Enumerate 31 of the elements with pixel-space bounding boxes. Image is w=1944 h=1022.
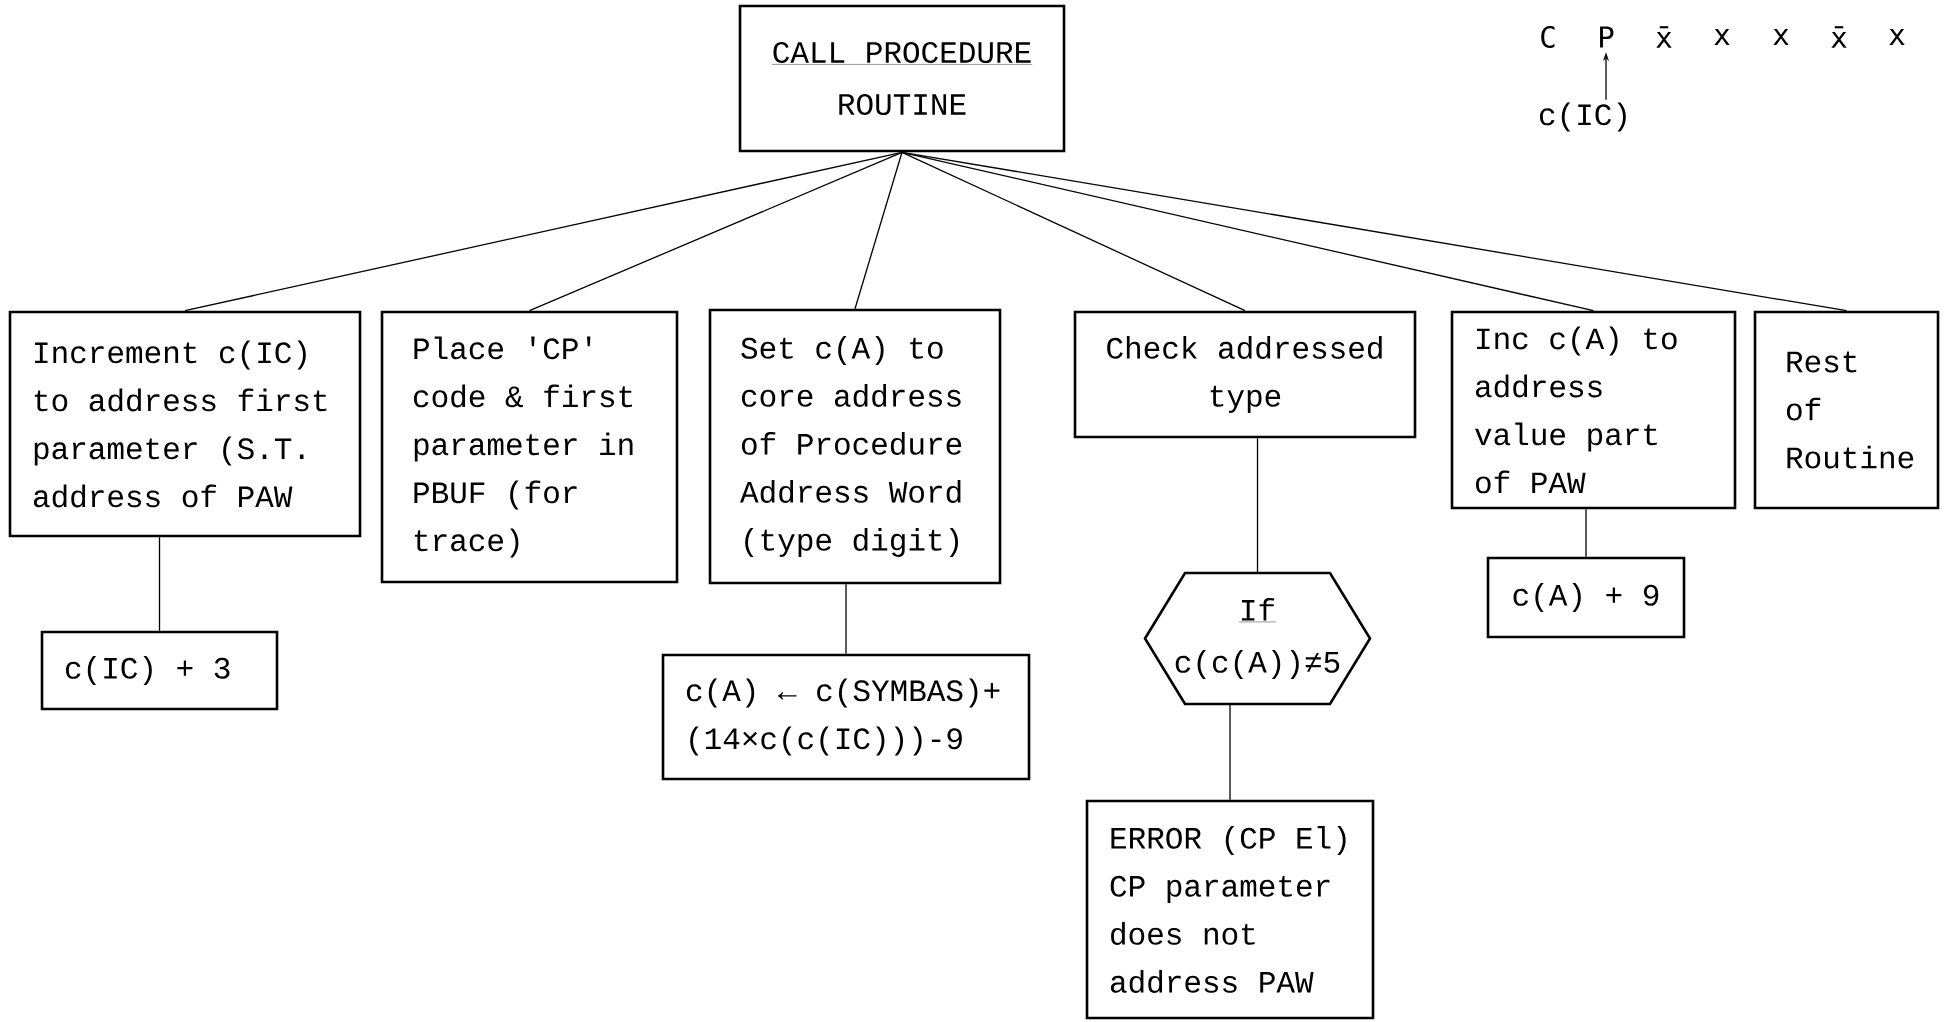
connector-line bbox=[845, 583, 847, 655]
process-box: c(A) ← c(SYMBAS)+ (14×c(c(IC)))-9 bbox=[661, 653, 1031, 781]
connector-line bbox=[1229, 703, 1231, 801]
connector-line bbox=[901, 151, 1595, 312]
connector-line bbox=[901, 151, 1246, 312]
code-letter: C bbox=[1541, 26, 1555, 48]
code-letter: x bbox=[1773, 29, 1789, 45]
connector-line bbox=[1585, 508, 1587, 558]
connector-line bbox=[854, 151, 903, 310]
connector-line bbox=[184, 151, 903, 312]
process-box: Rest of Routine bbox=[1753, 310, 1940, 510]
process-box: Inc c(A) to address value part of PAW bbox=[1450, 310, 1737, 510]
connector-line bbox=[158, 536, 161, 632]
process-box: ERROR (CP El) CP parameter does not address PAW bbox=[1085, 799, 1375, 1020]
process-box: c(IC) + 3 bbox=[40, 630, 279, 711]
code-letter: x bbox=[1714, 29, 1730, 45]
connector-line bbox=[528, 151, 903, 312]
pointer-text: c(IC) bbox=[1539, 102, 1626, 132]
process-box: Check addressed type bbox=[1073, 310, 1417, 439]
code-letter: P bbox=[1600, 26, 1614, 48]
process-box: c(A) + 9 bbox=[1486, 556, 1686, 639]
process-box: Set c(A) to core address of Procedure Address Word (type digit) bbox=[708, 308, 1002, 585]
code-letter: x̄ bbox=[1656, 26, 1672, 48]
process-box: CALL PROCEDURE ROUTINE bbox=[738, 4, 1066, 153]
process-box: Place 'CP' code & first parameter in PBUF (for trace) bbox=[380, 310, 679, 584]
process-box: Increment c(IC) to address first parameter (S.T. address of PAW bbox=[8, 310, 362, 538]
code-letter: x̄ bbox=[1831, 26, 1847, 48]
code-letter: x bbox=[1889, 29, 1905, 45]
decision-hexagon: If c(c(A))≠5 bbox=[1143, 571, 1372, 706]
connector-line bbox=[901, 151, 1848, 312]
connector-line bbox=[1256, 437, 1259, 574]
